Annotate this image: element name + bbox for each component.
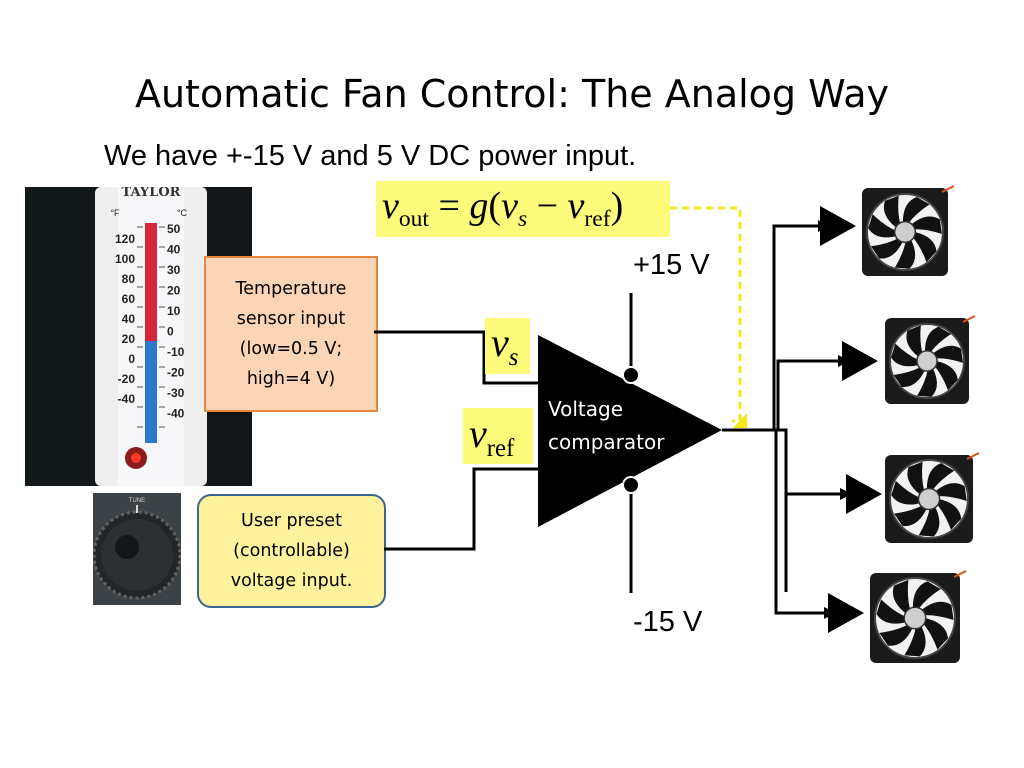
vref-label-box: vref [463, 408, 533, 464]
thermometer-c-tick: -10 [167, 345, 185, 359]
thermometer-c-tick: -30 [167, 386, 185, 400]
thermometer-red-column [145, 223, 157, 341]
thermometer-c-tick: 10 [167, 304, 181, 318]
thermometer-c-tick: -20 [167, 366, 185, 380]
thermometer-f-tick: 100 [115, 252, 135, 266]
thermometer-f-tick: -20 [118, 372, 136, 386]
thermometer-brand: TAYLOR [122, 187, 181, 200]
thermometer-f-tick: 80 [122, 272, 136, 286]
thermometer-c-tick: 40 [167, 243, 181, 257]
thermometer-f-tick: 60 [122, 292, 136, 306]
slide-subtitle: We have +-15 V and 5 V DC power input. [104, 140, 637, 172]
svg-text:°F: °F [110, 208, 120, 218]
preset-wire [384, 467, 540, 551]
thermometer-f-tick: -40 [118, 392, 136, 406]
thermometer-blue-column [145, 341, 157, 443]
slide-title: Automatic Fan Control: The Analog Way [134, 72, 890, 116]
thermometer-f-tick: 120 [115, 232, 135, 246]
sensor-wire [374, 330, 540, 385]
thermometer-c-tick: -40 [167, 407, 185, 421]
fan-driver-4 [828, 593, 864, 633]
svg-text:°C: °C [177, 208, 188, 218]
fan-icon [862, 185, 955, 276]
thermometer-c-tick: 30 [167, 263, 181, 277]
vref-label: vref [469, 411, 515, 462]
amplifier-triangle-icon [538, 335, 722, 527]
fan-driver-3 [846, 474, 882, 514]
thermometer-c-tick: 0 [167, 325, 174, 339]
knob-label: TUNE [129, 498, 145, 504]
negative-rail-label: -15 V [633, 606, 703, 638]
output-wire [722, 428, 788, 592]
user-preset-box: User preset (controllable) voltage input… [197, 494, 386, 608]
temperature-sensor-box: Temperature sensor input (low=0.5 V; hig… [204, 256, 378, 412]
knob-photo: TUNE [93, 493, 181, 605]
fan-icon [885, 452, 980, 543]
fan-icon [870, 570, 967, 663]
feedback-dashed-line [670, 206, 742, 423]
equation-box: vout = g(vs − vref) [376, 181, 670, 237]
output-equation: vout = g(vs − vref) [382, 185, 624, 233]
positive-rail-label: +15 V [633, 249, 710, 281]
fan-driver-1 [820, 206, 856, 246]
fan-driver-2 [842, 341, 878, 381]
thermometer-c-tick: 50 [167, 222, 181, 236]
fan-wire-2 [776, 359, 838, 430]
vs-label-box: vs [485, 318, 530, 374]
thermometer-f-tick: 20 [122, 332, 136, 346]
fan-wire-4 [774, 430, 824, 615]
thermometer-f-tick: 40 [122, 312, 136, 326]
vs-label: vs [491, 320, 519, 371]
fan-icon [885, 315, 976, 404]
fan-wire-1 [772, 224, 818, 430]
comparator-label: Voltage comparator [548, 397, 665, 454]
thermometer-f-tick: 0 [128, 352, 135, 366]
thermometer-c-tick: 20 [167, 284, 181, 298]
